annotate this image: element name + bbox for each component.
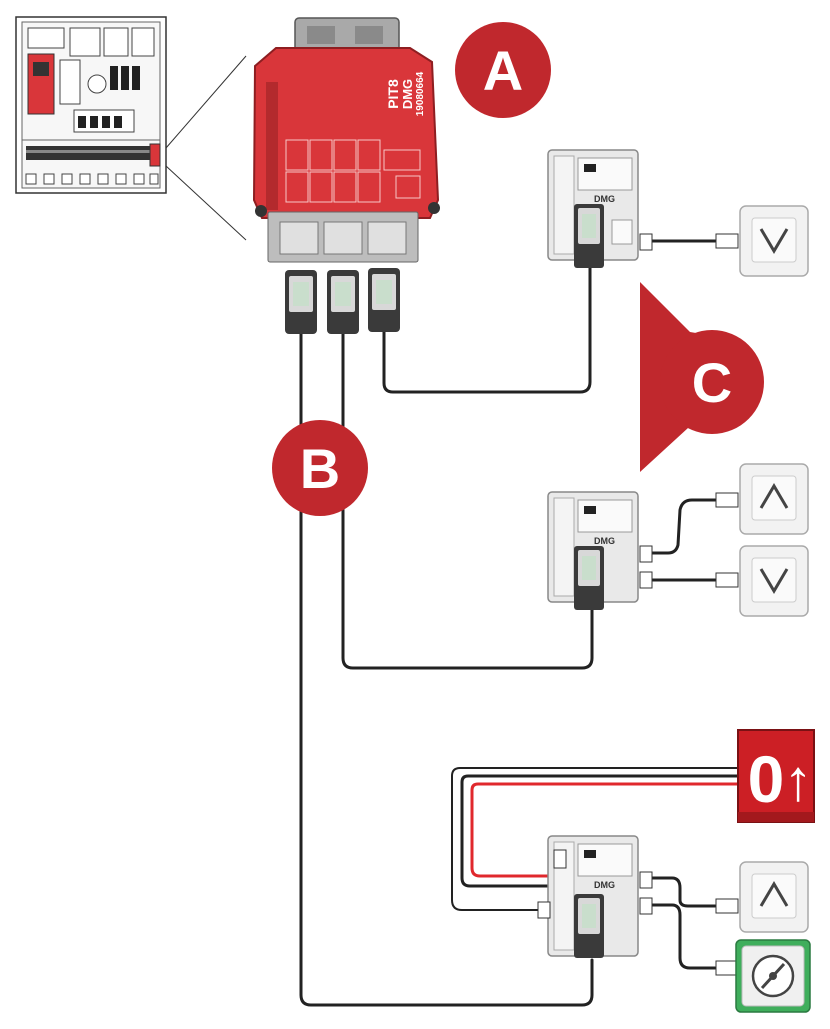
module-3-port-1 [639, 871, 653, 889]
pit8-controller: PIT8 DMG 19080664 [252, 17, 440, 263]
controller-plugs [285, 268, 400, 334]
display-cable-bundle [451, 767, 740, 911]
callout-b: B [272, 420, 368, 516]
floor-number: 0 [748, 742, 785, 816]
cable-controller-module-3 [299, 332, 594, 1007]
plug-3 [368, 268, 400, 332]
cable-controller-module-2 [341, 330, 594, 670]
callout-a-label: A [483, 39, 523, 102]
module-2: DMG [547, 491, 653, 610]
direction-arrow-icon: ↑ [784, 748, 813, 813]
controller-serial: 19080664 [415, 71, 426, 116]
up-arrow-icon [759, 881, 789, 907]
module-3-aux-port [537, 901, 551, 919]
down-button-1 [715, 205, 809, 277]
callout-c: C [640, 282, 764, 472]
module-3-port-2 [639, 897, 653, 915]
module-3: DMG [537, 835, 653, 958]
callout-a: A [455, 22, 551, 118]
plug-1 [285, 270, 317, 334]
key-switch [715, 939, 811, 1013]
module-2-port-2 [639, 571, 653, 589]
down-arrow-icon [759, 228, 789, 254]
up-button-2 [715, 861, 809, 933]
module-1: DMG [547, 149, 653, 268]
zoom-line-top [165, 55, 247, 149]
zoom-line-bottom [165, 165, 247, 241]
down-arrow-icon [759, 568, 789, 594]
cabinet-thumbnail [15, 16, 167, 194]
down-button-2 [715, 545, 809, 617]
cable-module-2-up-button [648, 498, 717, 555]
cable-module-3-up-button [648, 876, 717, 908]
callout-c-label: C [692, 351, 732, 414]
cable-controller-module-1 [382, 258, 592, 394]
controller-model: PIT8 [385, 79, 401, 109]
callout-b-label: B [300, 437, 340, 500]
floor-display: 0 ↑ [737, 729, 815, 823]
cable-module-3-keyswitch [648, 903, 717, 970]
cables [299, 239, 717, 1007]
module-3-brand: DMG [594, 880, 615, 890]
module-3-display-port [553, 849, 567, 869]
module-2-brand: DMG [594, 536, 615, 546]
module-1-port [639, 233, 653, 251]
plug-2 [327, 270, 359, 334]
up-arrow-icon [759, 483, 789, 509]
module-1-brand: DMG [594, 194, 615, 204]
controller-brand: DMG [400, 79, 415, 109]
up-button-1 [715, 463, 809, 535]
module-2-port-1 [639, 545, 653, 563]
